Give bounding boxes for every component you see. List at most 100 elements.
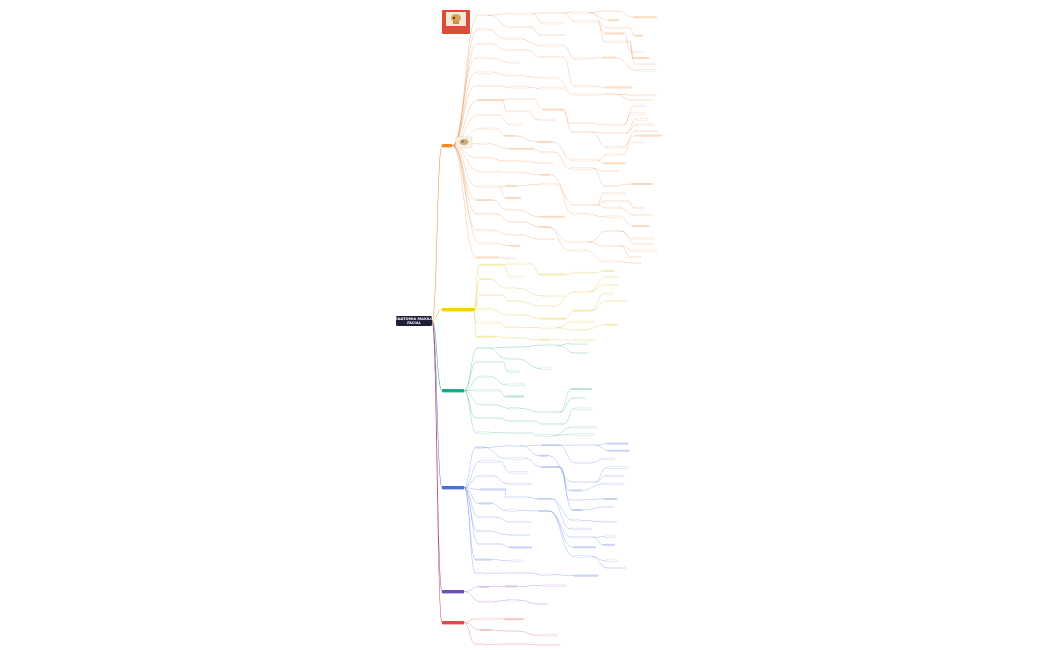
leaf-node[interactable] <box>505 110 527 112</box>
leaf-node[interactable] <box>606 323 618 326</box>
leaf-node[interactable] <box>505 383 525 386</box>
leaf-node[interactable] <box>504 618 524 620</box>
leaf-node[interactable] <box>542 108 563 111</box>
leaf-node[interactable] <box>539 226 548 228</box>
leaf-node[interactable] <box>510 245 520 247</box>
leaf-node[interactable] <box>475 71 495 74</box>
leaf-node[interactable] <box>604 457 615 460</box>
leaf-node[interactable] <box>603 245 621 247</box>
leaf-node[interactable] <box>505 496 529 498</box>
leaf-node[interactable] <box>541 44 564 47</box>
leaf-node[interactable] <box>606 230 621 232</box>
leaf-node[interactable] <box>603 521 617 523</box>
leaf-node[interactable] <box>478 308 489 310</box>
leaf-node[interactable] <box>631 51 644 53</box>
leaf-node[interactable] <box>632 57 650 59</box>
leaf-node[interactable] <box>606 466 629 469</box>
leaf-node[interactable] <box>478 516 497 518</box>
leaf-node[interactable] <box>569 489 582 492</box>
leaf-node[interactable] <box>537 238 555 240</box>
leaf-node[interactable] <box>480 403 495 406</box>
leaf-node[interactable] <box>573 291 590 293</box>
leaf-node[interactable] <box>541 423 564 425</box>
leaf-node[interactable] <box>480 375 491 378</box>
branch-node[interactable] <box>442 486 464 490</box>
leaf-node[interactable] <box>510 572 533 574</box>
leaf-node[interactable] <box>477 28 488 31</box>
leaf-node[interactable] <box>507 314 523 316</box>
leaf-node[interactable] <box>603 498 618 500</box>
leaf-node[interactable] <box>475 57 493 60</box>
leaf-node[interactable] <box>478 543 502 545</box>
leaf-node[interactable] <box>635 118 648 121</box>
leaf-node[interactable] <box>509 221 524 223</box>
leaf-node[interactable] <box>573 272 595 274</box>
leaf-node[interactable] <box>603 93 615 95</box>
leaf-node[interactable] <box>476 361 503 363</box>
leaf-node[interactable] <box>509 12 534 15</box>
leaf-node[interactable] <box>541 151 556 153</box>
leaf-node[interactable] <box>505 287 518 290</box>
leaf-node[interactable] <box>570 11 590 14</box>
leaf-node[interactable] <box>537 141 553 143</box>
leaf-node[interactable] <box>540 173 551 176</box>
leaf-node[interactable] <box>477 185 500 188</box>
leaf-node[interactable] <box>574 204 598 206</box>
leaf-node[interactable] <box>631 99 653 101</box>
leaf-node[interactable] <box>568 249 586 252</box>
leaf-node[interactable] <box>537 643 561 646</box>
leaf-node[interactable] <box>570 528 592 530</box>
leaf-node[interactable] <box>539 454 549 457</box>
leaf-node[interactable] <box>478 14 489 16</box>
leaf-node[interactable] <box>605 153 622 156</box>
leaf-node[interactable] <box>509 471 529 474</box>
leaf-node[interactable] <box>636 69 657 72</box>
leaf-node[interactable] <box>540 76 557 79</box>
leaf-node[interactable] <box>539 87 564 90</box>
leaf-node[interactable] <box>573 546 596 549</box>
leaf-node[interactable] <box>607 449 630 452</box>
leaf-node[interactable] <box>509 275 524 278</box>
leaf-node[interactable] <box>633 16 657 19</box>
leaf-node[interactable] <box>573 85 595 88</box>
leaf-node[interactable] <box>509 98 534 100</box>
branch-node[interactable] <box>442 389 464 393</box>
leaf-node[interactable] <box>505 185 517 187</box>
leaf-node[interactable] <box>541 344 559 347</box>
leaf-node[interactable] <box>573 481 596 483</box>
leaf-node[interactable] <box>509 407 520 410</box>
leaf-node[interactable] <box>606 442 629 445</box>
leaf-node[interactable] <box>539 273 565 276</box>
leaf-node[interactable] <box>632 237 655 240</box>
leaf-node[interactable] <box>479 474 493 477</box>
leaf-node[interactable] <box>603 270 615 272</box>
leaf-node[interactable] <box>505 135 515 137</box>
leaf-node[interactable] <box>605 215 621 218</box>
leaf-node[interactable] <box>573 159 599 162</box>
leaf-node[interactable] <box>541 305 555 307</box>
leaf-node[interactable] <box>604 284 619 286</box>
leaf-node[interactable] <box>632 225 650 227</box>
leaf-node[interactable] <box>606 86 632 89</box>
leaf-node[interactable] <box>477 156 487 159</box>
leaf-node[interactable] <box>479 460 501 463</box>
leaf-node[interactable] <box>634 94 657 96</box>
leaf-node[interactable] <box>507 263 532 265</box>
leaf-node[interactable] <box>569 122 585 124</box>
leaf-node[interactable] <box>477 530 487 532</box>
leaf-node[interactable] <box>477 213 498 215</box>
leaf-node[interactable] <box>604 185 614 187</box>
leaf-node[interactable] <box>538 603 548 605</box>
leaf-node[interactable] <box>510 420 535 423</box>
leaf-node[interactable] <box>476 229 493 231</box>
leaf-node[interactable] <box>507 74 518 77</box>
leaf-node[interactable] <box>574 20 598 23</box>
leaf-node[interactable] <box>479 242 497 245</box>
leaf-node[interactable] <box>505 197 521 199</box>
leaf-node[interactable] <box>606 475 625 477</box>
leaf-node[interactable] <box>574 339 596 341</box>
leaf-node[interactable] <box>509 559 523 562</box>
leaf-node[interactable] <box>475 558 492 561</box>
leaf-node[interactable] <box>479 502 492 505</box>
